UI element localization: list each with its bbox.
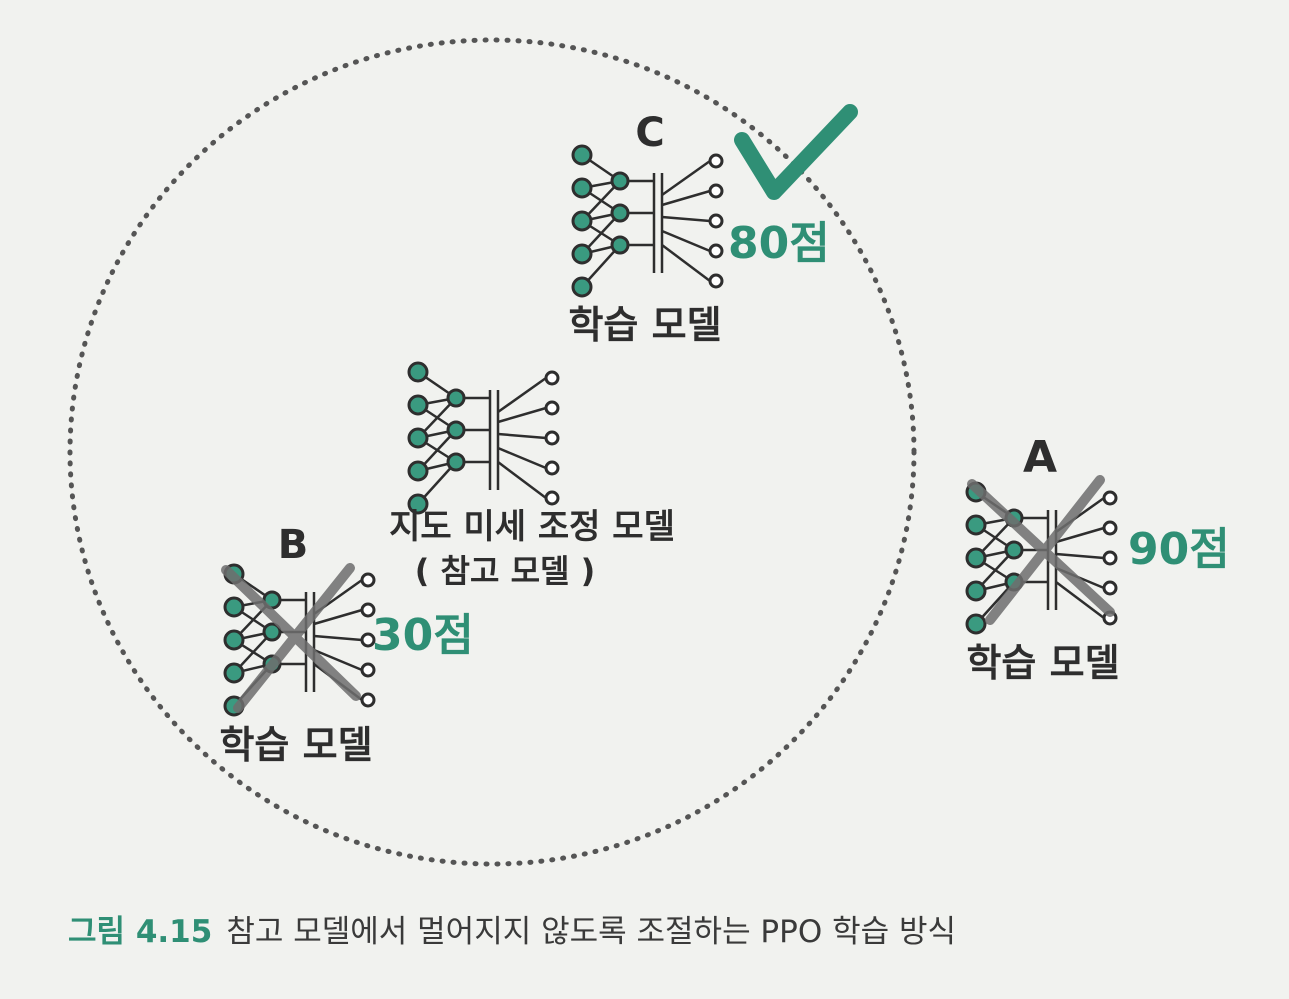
model-c-letter: C	[635, 110, 664, 156]
model-a-letter: A	[1023, 432, 1057, 483]
model-a-label: 학습 모델	[966, 641, 1119, 685]
model-c-score: 80점	[728, 218, 830, 269]
figure-number: 그림 4.15	[68, 914, 213, 950]
neural-network-icon	[571, 144, 724, 298]
figure-caption: 그림 4.15 참고 모델에서 멀어지지 않도록 조절하는 PPO 학습 방식	[68, 906, 956, 951]
neural-network-icon	[407, 361, 560, 515]
check-mark-icon	[734, 104, 858, 200]
model-a: A 90점 학습 모델	[965, 432, 1230, 685]
model-a-score: 90점	[1128, 524, 1230, 575]
model-c-label: 학습 모델	[568, 303, 721, 347]
model-c: C 80점 학습 모델	[568, 104, 858, 347]
reference-model-subtitle: ( 참고 모델 )	[415, 552, 595, 590]
model-b-letter: B	[278, 522, 309, 568]
trust-region-boundary	[67, 37, 917, 867]
figure-caption-text: 참고 모델에서 멀어지지 않도록 조절하는 PPO 학습 방식	[226, 914, 957, 950]
model-b-label: 학습 모델	[219, 723, 372, 767]
reference-model: 지도 미세 조정 모델 ( 참고 모델 )	[389, 361, 675, 590]
model-b: B 30점 학습 모델	[219, 522, 473, 767]
cross-mark-icon	[967, 475, 1115, 625]
reference-model-title: 지도 미세 조정 모델	[389, 507, 675, 547]
model-b-score: 30점	[372, 610, 474, 661]
cross-mark-icon	[221, 563, 361, 713]
